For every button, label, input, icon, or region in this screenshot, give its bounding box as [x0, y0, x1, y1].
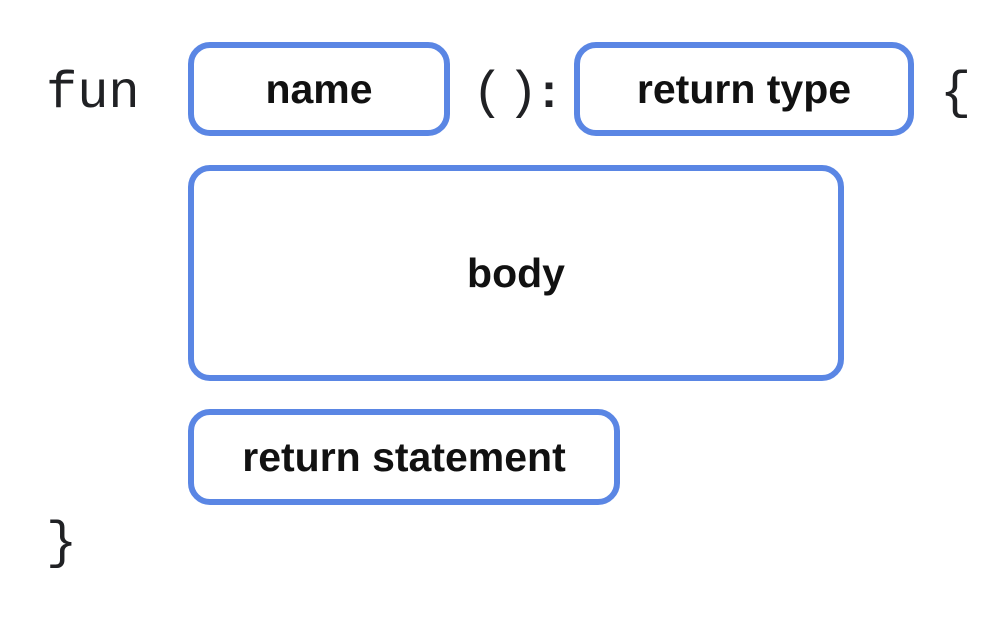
body-label: body	[467, 249, 565, 296]
name-label: name	[265, 65, 373, 112]
open-brace: {	[940, 64, 972, 123]
return-type-label: return type	[636, 65, 852, 112]
return-statement-label: return statement	[242, 433, 566, 480]
name-box: name	[188, 42, 450, 136]
colon: :	[541, 65, 557, 118]
parentheses: ()	[472, 64, 543, 123]
fun-keyword: fun	[46, 64, 140, 123]
return-type-box: return type	[574, 42, 914, 136]
return-statement-box: return statement	[188, 409, 620, 505]
close-brace: }	[46, 514, 78, 573]
body-box: body	[188, 165, 844, 381]
